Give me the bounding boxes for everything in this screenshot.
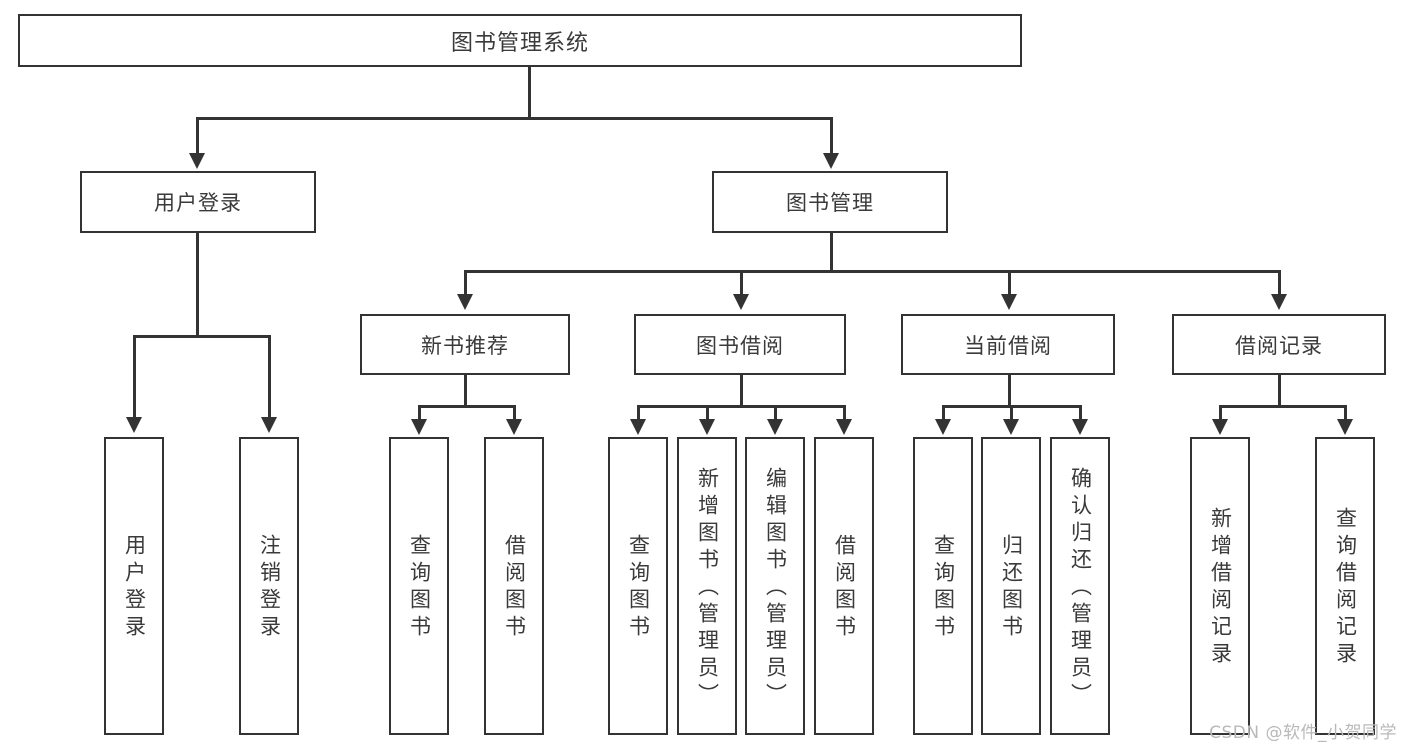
- connector-new-book-bus: [418, 405, 515, 408]
- connector-user-login-bus: [133, 335, 270, 338]
- connector-bm-to-book-borrow: [740, 270, 743, 296]
- connector-book-borrow-bus: [637, 405, 845, 408]
- node-label: 查询图书: [931, 534, 956, 642]
- node-book-borrow[interactable]: 图书借阅: [634, 314, 846, 375]
- connector-root-stem: [528, 67, 531, 117]
- leaf-logout[interactable]: 注销登录: [239, 437, 299, 735]
- node-label: 图书借阅: [696, 333, 784, 358]
- arrowhead-nb-leaf-0: [411, 419, 427, 435]
- leaf-edit-book-admin[interactable]: 编辑图书（管理员）: [745, 437, 805, 735]
- connector-bm-to-borrow-record: [1278, 270, 1281, 296]
- connector-bb-leaf-2: [774, 405, 777, 421]
- arrowhead-cb-leaf-0: [935, 419, 951, 435]
- node-label: 图书管理系统: [450, 30, 589, 56]
- connector-root-to-user-login: [196, 117, 199, 155]
- node-label: 新增图书（管理员）: [695, 466, 720, 710]
- connector-user-login-stem: [196, 233, 199, 335]
- node-label: 当前借阅: [964, 333, 1052, 358]
- node-new-book-recommend[interactable]: 新书推荐: [360, 314, 570, 375]
- connector-br-leaf-1: [1344, 405, 1347, 421]
- connector-br-leaf-0: [1219, 405, 1222, 421]
- node-label: 借阅图书: [832, 534, 857, 642]
- connector-cb-leaf-0: [942, 405, 945, 421]
- node-book-management-system[interactable]: 图书管理系统: [18, 14, 1022, 67]
- arrowhead-br-leaf-1: [1337, 419, 1353, 435]
- arrowhead-book-borrow: [733, 294, 749, 310]
- arrowhead-new-book-recommend: [457, 294, 473, 310]
- arrowhead-bb-leaf-1: [699, 419, 715, 435]
- leaf-query-book-current[interactable]: 查询图书: [913, 437, 973, 735]
- node-label: 确认归还（管理员）: [1068, 466, 1093, 710]
- arrowhead-cb-leaf-2: [1072, 419, 1088, 435]
- connector-bb-leaf-1: [706, 405, 709, 421]
- node-label: 新增借阅记录: [1208, 507, 1233, 669]
- connector-borrow-record-stem: [1278, 375, 1281, 405]
- connector-cb-leaf-1: [1010, 405, 1013, 421]
- leaf-user-login[interactable]: 用户登录: [104, 437, 164, 735]
- connector-user-login-to-leaf-1: [268, 335, 271, 419]
- connector-nb-leaf-1: [513, 405, 516, 421]
- leaf-query-book-borrow[interactable]: 查询图书: [608, 437, 668, 735]
- arrowhead-bb-leaf-3: [836, 419, 852, 435]
- connector-root-to-book-management: [830, 117, 833, 155]
- node-label: 用户登录: [154, 191, 242, 215]
- connector-borrow-record-bus: [1219, 405, 1346, 408]
- arrowhead-borrow-record: [1271, 294, 1287, 310]
- arrowhead-user-login-leaf-0: [126, 417, 142, 433]
- connector-bb-leaf-0: [637, 405, 640, 421]
- connector-current-borrow-stem: [1008, 375, 1011, 405]
- node-label: 归还图书: [999, 534, 1024, 642]
- node-label: 图书管理: [786, 191, 874, 215]
- arrowhead-br-leaf-0: [1212, 419, 1228, 435]
- leaf-borrow-book[interactable]: 借阅图书: [814, 437, 874, 735]
- arrowhead-bb-leaf-2: [767, 419, 783, 435]
- node-user-login[interactable]: 用户登录: [80, 171, 316, 233]
- connector-book-management-bus: [464, 270, 1281, 273]
- node-label: 注销登录: [257, 534, 282, 642]
- connector-root-bus: [196, 117, 833, 120]
- leaf-return-book[interactable]: 归还图书: [981, 437, 1041, 735]
- node-label: 用户登录: [122, 534, 147, 642]
- arrowhead-cb-leaf-1: [1003, 419, 1019, 435]
- leaf-confirm-return-admin[interactable]: 确认归还（管理员）: [1050, 437, 1110, 735]
- connector-bb-leaf-3: [843, 405, 846, 421]
- node-current-borrow[interactable]: 当前借阅: [901, 314, 1115, 375]
- connector-cb-leaf-2: [1079, 405, 1082, 421]
- node-label: 借阅记录: [1235, 333, 1323, 358]
- connector-nb-leaf-0: [418, 405, 421, 421]
- leaf-add-borrow-record[interactable]: 新增借阅记录: [1190, 437, 1250, 735]
- node-borrow-record[interactable]: 借阅记录: [1172, 314, 1386, 375]
- connector-new-book-stem: [464, 375, 467, 405]
- connector-bm-to-new-book: [464, 270, 467, 296]
- node-label: 查询图书: [626, 534, 651, 642]
- connector-book-borrow-stem: [740, 375, 743, 405]
- connector-user-login-to-leaf-0: [133, 335, 136, 419]
- leaf-query-borrow-record[interactable]: 查询借阅记录: [1315, 437, 1375, 735]
- node-book-management[interactable]: 图书管理: [712, 171, 948, 233]
- arrowhead-current-borrow: [1001, 294, 1017, 310]
- node-label: 编辑图书（管理员）: [763, 466, 788, 710]
- connector-book-management-stem: [830, 233, 833, 270]
- leaf-add-book-admin[interactable]: 新增图书（管理员）: [677, 437, 737, 735]
- arrowhead-nb-leaf-1: [506, 419, 522, 435]
- arrowhead-book-management: [823, 153, 839, 169]
- connector-bm-to-current-borrow: [1008, 270, 1011, 296]
- arrowhead-bb-leaf-0: [630, 419, 646, 435]
- arrowhead-user-login: [189, 153, 205, 169]
- leaf-borrow-book-recommend[interactable]: 借阅图书: [484, 437, 544, 735]
- node-label: 查询图书: [407, 534, 432, 642]
- arrowhead-user-login-leaf-1: [261, 417, 277, 433]
- node-label: 查询借阅记录: [1333, 507, 1358, 669]
- node-label: 借阅图书: [502, 534, 527, 642]
- node-label: 新书推荐: [421, 333, 509, 358]
- leaf-query-book-recommend[interactable]: 查询图书: [389, 437, 449, 735]
